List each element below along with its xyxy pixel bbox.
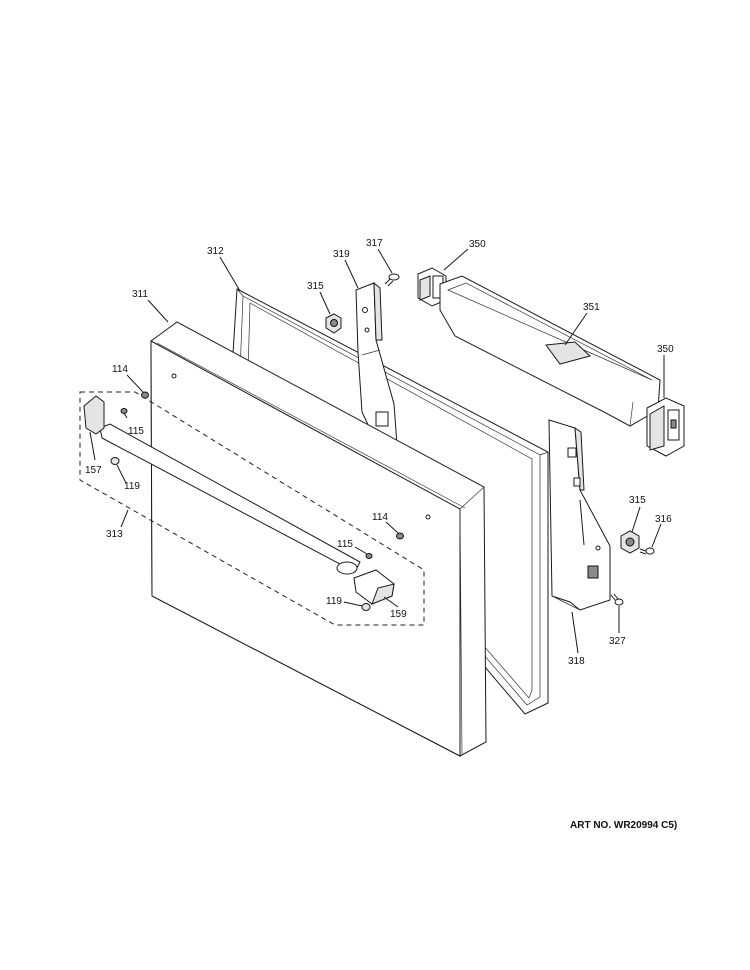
leader-lines: [89, 248, 665, 654]
label-157: 157: [85, 465, 102, 476]
label-350-right: 350: [657, 344, 674, 355]
setscrew-119-right: [361, 603, 371, 611]
label-115-left: 115: [128, 426, 144, 437]
label-115-right: 115: [337, 539, 353, 550]
label-159: 159: [390, 609, 407, 620]
air-duct-351: [439, 275, 661, 427]
screw-114-left: [141, 391, 149, 399]
label-316: 316: [655, 514, 672, 525]
label-119-left: 119: [124, 481, 140, 492]
hinge-nut-top: [325, 313, 342, 334]
handle-assembly-outline: [79, 391, 425, 626]
setscrew-119-left: [110, 457, 120, 465]
pin-115-right: [365, 553, 373, 559]
screw-317: [384, 273, 400, 287]
label-311: 311: [132, 289, 148, 300]
top-end-cap-350: [417, 267, 447, 307]
label-114-left: 114: [112, 364, 128, 375]
label-319: 319: [333, 249, 350, 260]
label-119-right: 119: [326, 596, 342, 607]
label-318: 318: [568, 656, 585, 667]
label-313: 313: [106, 529, 123, 540]
hinge-nut-right: [620, 530, 640, 554]
screw-114-right: [396, 532, 404, 540]
label-317: 317: [366, 238, 383, 249]
screw-327: [610, 593, 624, 606]
pin-115-left: [120, 408, 128, 414]
label-350-top: 350: [469, 239, 486, 250]
label-351: 351: [583, 302, 600, 313]
label-315-top: 315: [307, 281, 324, 292]
art-number: ART NO. WR20994 C5): [570, 820, 677, 831]
part-number-labels: 311 312 319 317 315 350 351 350 114 115 …: [85, 238, 674, 667]
side-end-cap-350: [646, 397, 685, 457]
label-114-right: 114: [372, 512, 388, 523]
label-327: 327: [609, 636, 626, 647]
left-hinge-bracket: [355, 281, 398, 451]
right-hinge-bracket: [548, 419, 611, 611]
door-handle: [83, 395, 395, 605]
screw-316: [639, 547, 655, 555]
label-315-right: 315: [629, 495, 646, 506]
label-312: 312: [207, 246, 224, 257]
